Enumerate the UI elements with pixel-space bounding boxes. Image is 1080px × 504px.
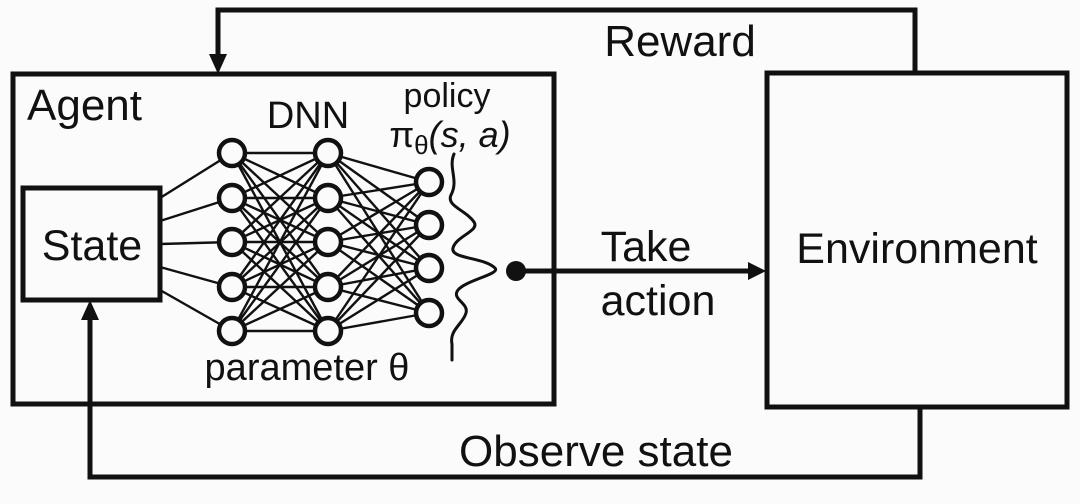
- dnn-label: DNN: [267, 95, 349, 137]
- reward-arrowhead-icon: [209, 54, 227, 74]
- dnn-edge: [230, 152, 330, 332]
- dnn-node: [312, 271, 344, 303]
- dnn-node: [312, 226, 344, 258]
- dnn-node: [312, 137, 344, 169]
- reward-arrow-line: [215, 7, 918, 73]
- take-action-label-line1: Take: [601, 223, 692, 271]
- dnn-edge: [231, 197, 329, 332]
- agent-label: Agent: [27, 81, 142, 130]
- dnn-node: [216, 182, 248, 214]
- policy-args: (s, a): [429, 114, 511, 155]
- state-label: State: [42, 222, 142, 270]
- dnn-edge: [231, 152, 329, 243]
- observe-state-arrow-line: [87, 318, 923, 480]
- dnn-node: [216, 226, 248, 258]
- dnn-edge: [327, 311, 430, 333]
- policy-label: policy: [404, 77, 491, 115]
- dnn-edge: [231, 285, 329, 333]
- parameter-label: parameter θ: [205, 347, 410, 389]
- dnn-node: [216, 315, 248, 347]
- take-action-arrowhead-icon: [748, 262, 766, 280]
- take-action-label-line2: action: [601, 277, 716, 325]
- environment-label: Environment: [796, 225, 1037, 273]
- dnn-edge: [231, 152, 329, 288]
- dnn-edge: [327, 181, 430, 332]
- dnn-edge: [231, 241, 329, 332]
- dnn-node: [216, 137, 248, 169]
- policy-theta-subscript: θ: [414, 130, 428, 160]
- action-sample-dot: [506, 261, 526, 281]
- dnn-node: [413, 297, 445, 329]
- dnn-edge: [231, 151, 329, 200]
- observe-state-arrowhead-icon: [81, 300, 99, 320]
- dnn-edge: [327, 224, 430, 332]
- policy-distribution-curve: [448, 152, 497, 362]
- dnn-node: [413, 252, 445, 284]
- dnn-node: [413, 166, 445, 198]
- dnn-node: [216, 271, 248, 303]
- agent-box: [10, 71, 557, 407]
- dnn-edge: [327, 151, 430, 184]
- reward-label: Reward: [604, 17, 756, 66]
- dnn-edge: [327, 180, 430, 200]
- dnn-node: [413, 209, 445, 241]
- dnn-edge: [327, 180, 430, 244]
- dnn-graph: [159, 137, 445, 347]
- policy-formula: πθ(s, a): [389, 114, 510, 160]
- observe-state-label: Observe state: [459, 427, 733, 476]
- dnn-edge: [327, 181, 430, 288]
- dnn-edge: [327, 266, 430, 333]
- dnn-node: [312, 315, 344, 347]
- environment-box: [764, 70, 1070, 410]
- dnn-node: [312, 182, 344, 214]
- policy-pi-symbol: π: [389, 114, 414, 155]
